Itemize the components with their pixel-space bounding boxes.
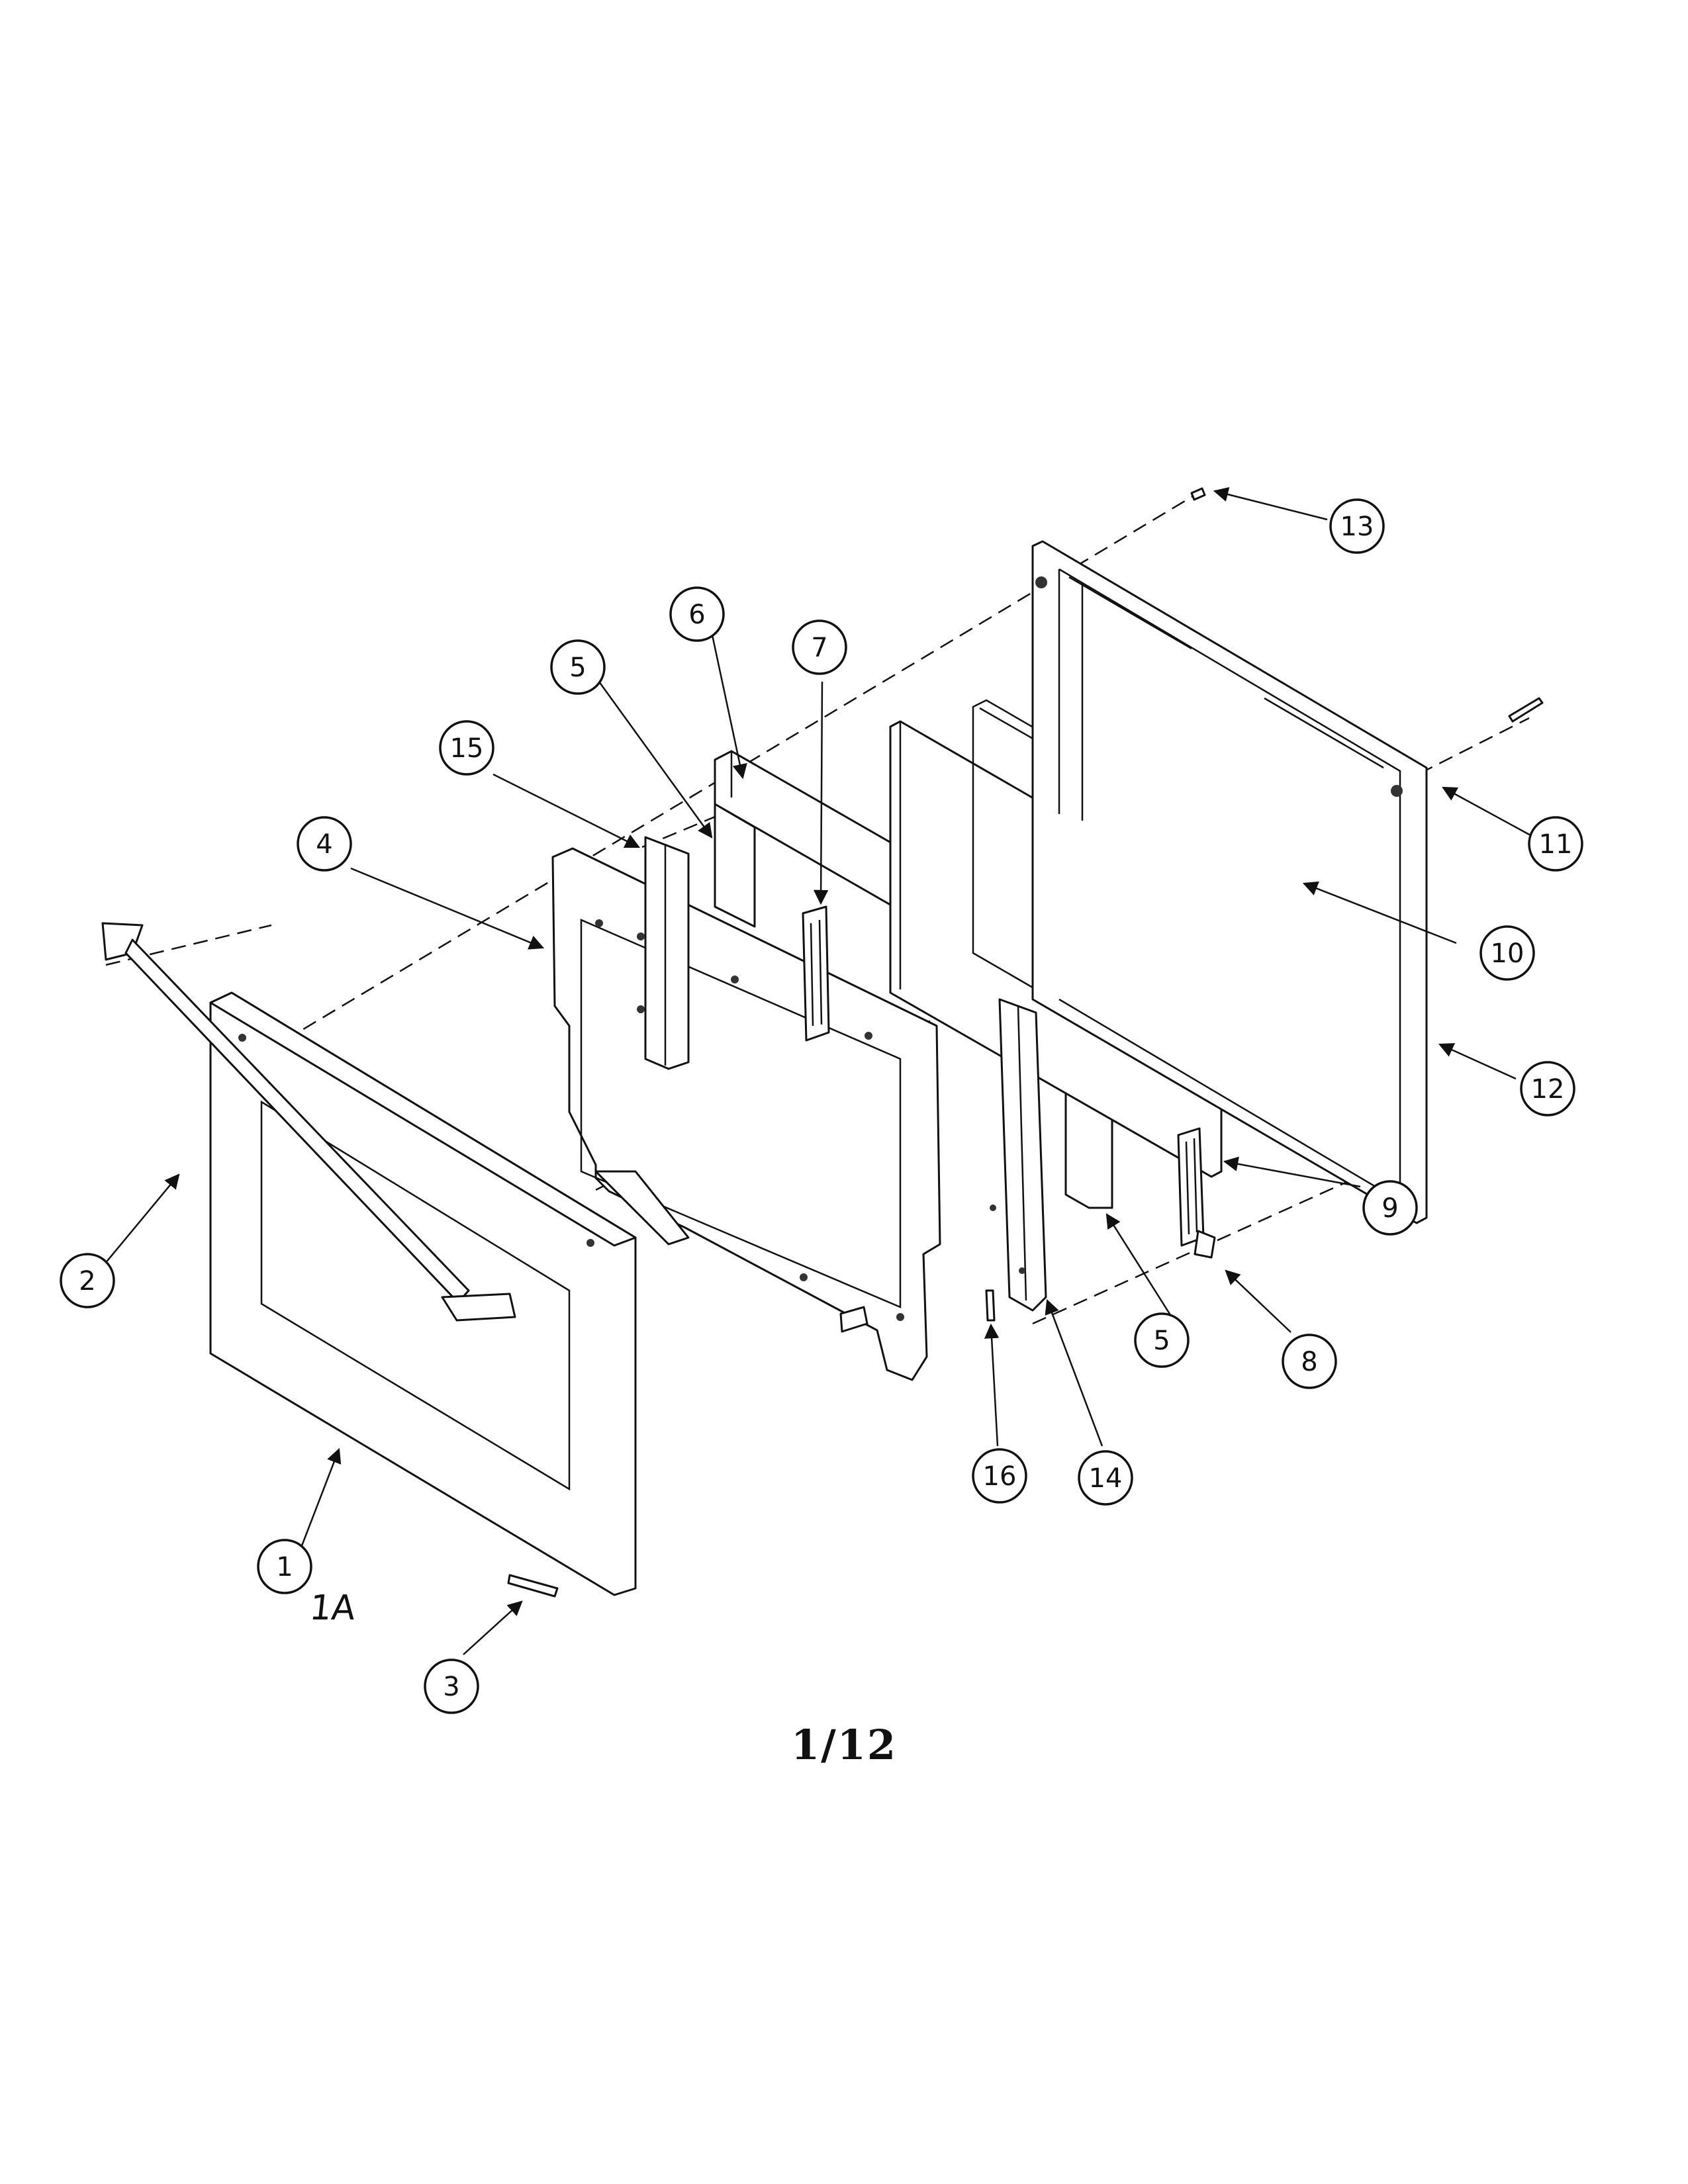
top-screw (1190, 487, 1206, 501)
callout-5-lower: 5 (1134, 1312, 1190, 1368)
callout-11: 11 (1528, 816, 1583, 872)
variant-label: 1A (307, 1588, 357, 1628)
callout-13: 13 (1329, 498, 1385, 554)
callout-1: 1 (257, 1539, 312, 1594)
callout-2: 2 (60, 1253, 115, 1308)
callout-10-number: 10 (1491, 938, 1524, 969)
door-handle (101, 922, 516, 1322)
upper-side-channel (637, 836, 690, 1070)
callout-8-number: 8 (1301, 1347, 1317, 1377)
callout-11-number: 11 (1539, 829, 1573, 860)
lower-hinge (1177, 1127, 1216, 1259)
callout-2-number: 2 (79, 1266, 95, 1297)
callout-10: 10 (1479, 925, 1535, 981)
callout-13-number: 13 (1340, 512, 1374, 542)
callout-7-number: 7 (811, 633, 827, 663)
callout-3-number: 3 (443, 1672, 459, 1702)
callout-9-number: 9 (1382, 1193, 1398, 1224)
callout-1-number: 1 (276, 1552, 293, 1582)
callout-5-upper-number: 5 (569, 653, 586, 683)
callout-9: 9 (1362, 1180, 1418, 1236)
callout-6: 6 (669, 586, 725, 642)
callout-8: 8 (1282, 1334, 1337, 1389)
callout-12-number: 12 (1531, 1074, 1565, 1105)
rear-door-frame (1031, 540, 1428, 1224)
callout-4-number: 4 (316, 829, 332, 860)
callout-4: 4 (297, 816, 352, 872)
callout-14: 14 (1078, 1450, 1133, 1506)
callout-14-number: 14 (1089, 1463, 1123, 1494)
callout-15: 15 (439, 720, 494, 776)
lower-side-channel (990, 998, 1047, 1312)
leader-lines (104, 487, 1531, 1655)
channel-screw (985, 1289, 996, 1322)
door-screw (507, 1574, 559, 1598)
callout-12: 12 (1520, 1061, 1575, 1116)
callout-15-number: 15 (450, 733, 484, 764)
upper-hinge (802, 905, 830, 1042)
sheet-number: 1/12 (790, 1721, 898, 1769)
callout-5-upper: 5 (550, 639, 606, 695)
callout-7: 7 (792, 619, 847, 675)
callout-6-number: 6 (688, 600, 705, 630)
side-screw (1508, 697, 1544, 723)
callout-3: 3 (424, 1659, 479, 1714)
callout-16: 16 (972, 1448, 1027, 1504)
callout-16-number: 16 (983, 1461, 1017, 1492)
callout-5-lower-number: 5 (1153, 1326, 1170, 1356)
